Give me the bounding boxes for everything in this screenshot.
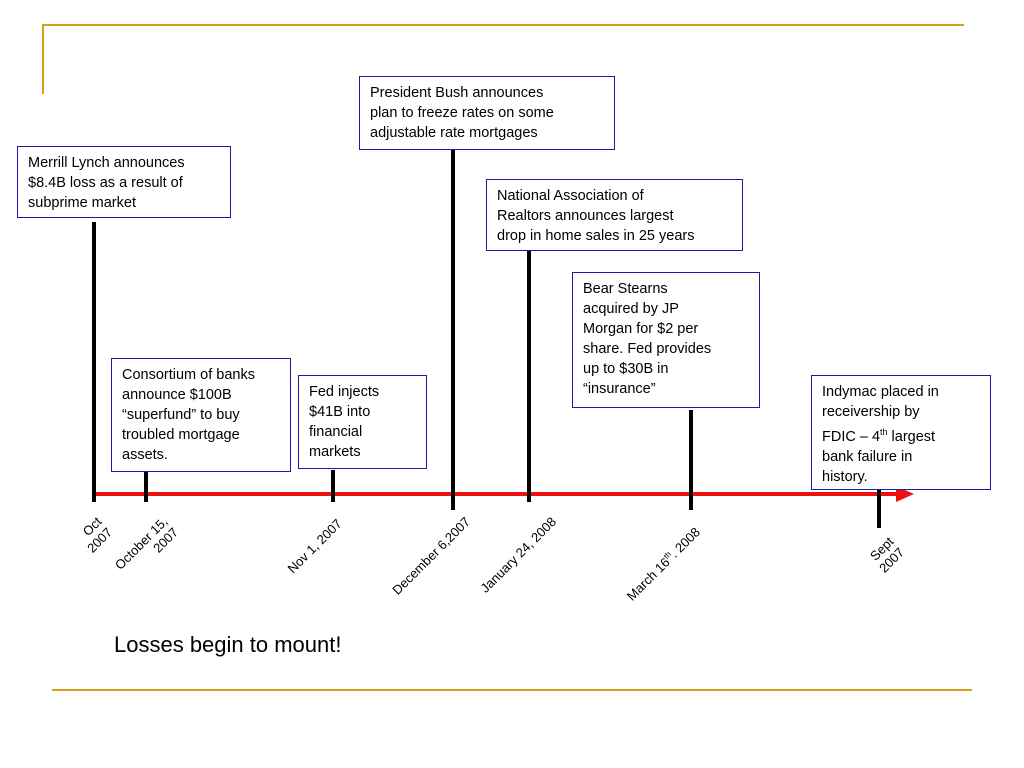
event-text-line: “superfund” to buy bbox=[122, 407, 240, 423]
event-text-line: financial bbox=[309, 424, 363, 440]
event-text-line: troubled mortgage bbox=[122, 427, 240, 443]
event-text-line: bank failure in bbox=[822, 448, 913, 465]
event-text-line: plan to freeze rates on some bbox=[370, 105, 554, 121]
event-text-line: Consortium of banks bbox=[122, 367, 255, 383]
event-text-line: receivership by bbox=[822, 404, 920, 420]
date-label-line: January 24, 2008 bbox=[476, 514, 559, 596]
event-text-line: share. Fed provides bbox=[583, 341, 712, 357]
event-text-line: “insurance” bbox=[583, 381, 656, 397]
event-indymac: Indymac placed in receivership by FDIC –… bbox=[811, 375, 991, 490]
event-president-bush: President Bush announces plan to freeze … bbox=[359, 76, 615, 150]
date-label-oct-15-2007: October 15, 2007 bbox=[112, 514, 181, 583]
event-text-line: markets bbox=[309, 444, 361, 460]
timeline-axis bbox=[92, 492, 907, 496]
event-bear-stearns: Bear Stearns acquired by JP Morgan for $… bbox=[572, 272, 760, 408]
ordinal-suffix: th bbox=[880, 427, 888, 437]
bottom-rule bbox=[52, 689, 972, 691]
date-label-dec-6-2007: December 6,2007 bbox=[389, 514, 473, 598]
tick-oct-15-2007 bbox=[144, 470, 148, 502]
event-text-fragment: largest bbox=[887, 428, 936, 445]
event-text-line: Merrill Lynch announces bbox=[28, 155, 185, 171]
left-rule bbox=[42, 24, 44, 94]
date-label-nov-1-2007: Nov 1, 2007 bbox=[284, 516, 344, 576]
timeline-arrow-icon bbox=[896, 486, 914, 502]
event-text-line: adjustable rate mortgages bbox=[370, 125, 538, 141]
date-label-line: December 6,2007 bbox=[388, 514, 473, 598]
event-text-line: assets. bbox=[122, 447, 168, 463]
event-text-line: announce $100B bbox=[122, 387, 232, 403]
date-label-mar-16-2008: March 16th. 2008 bbox=[621, 522, 703, 604]
tick-oct-2007 bbox=[92, 222, 96, 502]
event-text-line: Bear Stearns bbox=[583, 281, 668, 297]
event-consortium-of-banks: Consortium of banks announce $100B “supe… bbox=[111, 358, 291, 472]
event-text-line: up to $30B in bbox=[583, 361, 669, 377]
date-label-fragment: March 16 bbox=[623, 554, 673, 604]
event-text-line: $41B into bbox=[309, 404, 371, 420]
caption: Losses begin to mount! bbox=[114, 632, 342, 657]
event-fed-injects: Fed injects $41B into financial markets bbox=[298, 375, 427, 469]
event-text-line: subprime market bbox=[28, 195, 136, 211]
tick-sept-2007 bbox=[877, 486, 881, 528]
event-text-line: $8.4B loss as a result of bbox=[28, 175, 183, 191]
tick-nov-1-2007 bbox=[331, 470, 335, 502]
date-label-sept-2007: Sept 2007 bbox=[866, 534, 907, 576]
event-text-line: Morgan for $2 per bbox=[583, 321, 699, 337]
event-text-line: acquired by JP bbox=[583, 301, 679, 317]
event-text-line: Realtors announces largest bbox=[497, 208, 674, 224]
date-label-jan-24-2008: January 24, 2008 bbox=[477, 514, 559, 596]
event-text-line: drop in home sales in 25 years bbox=[497, 228, 695, 244]
event-merrill-lynch: Merrill Lynch announces $8.4B loss as a … bbox=[17, 146, 231, 218]
event-text-line: National Association of bbox=[497, 188, 644, 204]
date-label-fragment: . 2008 bbox=[666, 524, 703, 561]
top-rule bbox=[44, 24, 964, 26]
date-label-line: March 16th. 2008 bbox=[621, 522, 703, 604]
tick-dec-6-2007 bbox=[451, 146, 455, 510]
event-text-line: President Bush announces bbox=[370, 85, 544, 101]
event-text-fragment: FDIC – 4 bbox=[822, 428, 881, 445]
event-text-line: history. bbox=[822, 468, 868, 485]
tick-mar-16-2008 bbox=[689, 410, 693, 510]
date-label-oct-2007: Oct 2007 bbox=[74, 514, 116, 556]
event-national-association-realtors: National Association of Realtors announc… bbox=[486, 179, 743, 251]
date-label-line: Nov 1, 2007 bbox=[284, 516, 345, 577]
event-text-line: Fed injects bbox=[309, 384, 380, 400]
event-text-line: FDIC – 4th largest bbox=[822, 422, 982, 447]
tick-jan-24-2008 bbox=[527, 250, 531, 502]
event-text-line: Indymac placed in bbox=[822, 384, 939, 400]
